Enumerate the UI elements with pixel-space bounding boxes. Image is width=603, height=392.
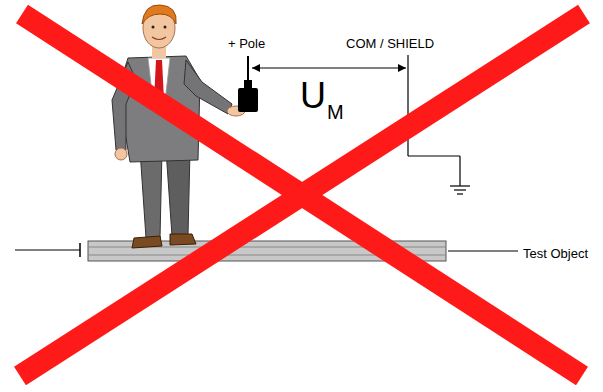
probe-label-text: + Pole (228, 36, 265, 51)
voltage-dimension (252, 64, 406, 72)
red-cross (20, 14, 584, 376)
voltage-symbol: U (300, 78, 326, 114)
probe-label: + Pole (228, 34, 265, 52)
object-label-text: Test Object (523, 246, 588, 261)
probe (238, 56, 258, 112)
voltage-subscript: M (327, 102, 344, 123)
voltage-symbol-text: U (300, 75, 326, 116)
voltage-subscript-text: M (327, 101, 344, 123)
terminal-label-text: COM / SHIELD (346, 36, 434, 51)
terminal-label: COM / SHIELD (346, 34, 434, 52)
test-object (15, 241, 518, 261)
object-label: Test Object (523, 244, 588, 262)
